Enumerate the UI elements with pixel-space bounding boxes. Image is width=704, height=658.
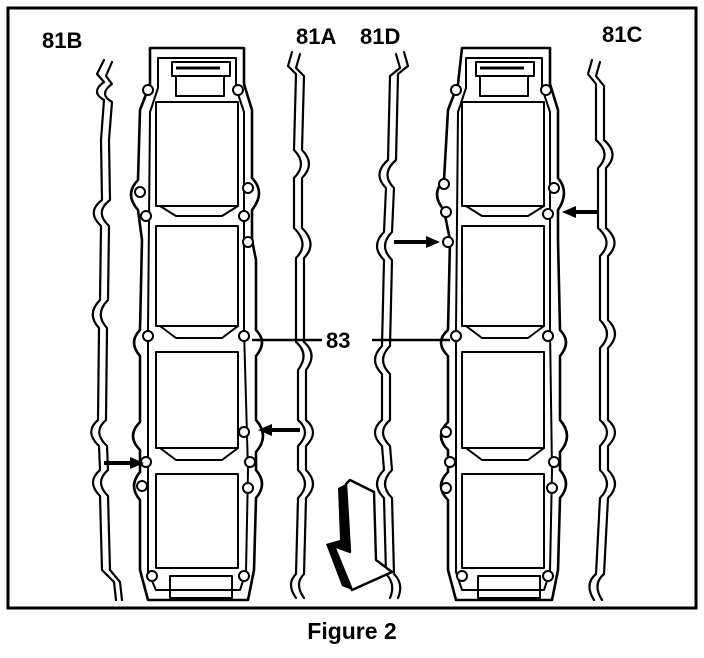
arrow-right-upper: [562, 206, 598, 218]
manifold-left: [129, 46, 265, 602]
arrow-center-left: [258, 424, 300, 436]
arrow-center-right: [394, 236, 440, 248]
label-81d: 81D: [360, 24, 400, 49]
direction-arrow-icon: [326, 478, 394, 592]
gasket-81a: [286, 50, 315, 600]
manifold-right: [435, 46, 569, 602]
label-81c: 81C: [602, 22, 642, 47]
label-81b: 81B: [42, 28, 82, 53]
gasket-81d: [373, 50, 410, 600]
label-81a: 81A: [296, 24, 336, 49]
arrow-left-lower: [104, 457, 144, 469]
figure-frame: [6, 6, 698, 610]
figure-caption: Figure 2: [307, 618, 397, 644]
gasket-81c: [586, 58, 617, 602]
label-83: 83: [326, 328, 350, 353]
gasket-81b: [90, 58, 124, 602]
